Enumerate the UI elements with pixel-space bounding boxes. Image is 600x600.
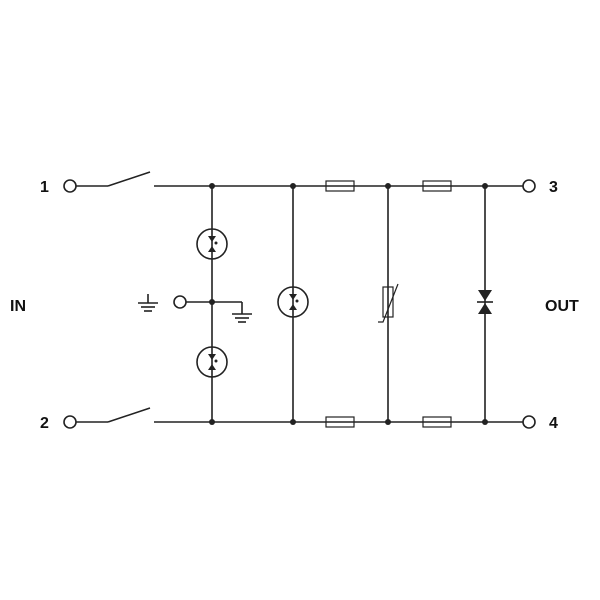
- resistor-top-2: [422, 180, 452, 192]
- junction-dot: [290, 183, 296, 189]
- junction-dot: [209, 183, 215, 189]
- bottom-switch-blade: [107, 407, 151, 423]
- ground-icon-left: [138, 294, 158, 312]
- gas-discharge-tube-lower: [196, 346, 228, 378]
- junction-dot: [482, 183, 488, 189]
- terminal-1-circle: [63, 179, 77, 193]
- resistor-bottom-1: [325, 416, 355, 428]
- resistor-top-1: [325, 180, 355, 192]
- gas-discharge-tube-upper: [196, 228, 228, 260]
- terminal-4-circle: [522, 415, 536, 429]
- tvs-diode-icon: [476, 287, 494, 317]
- varistor-icon: [378, 283, 399, 323]
- terminal-2-label: 2: [40, 415, 49, 432]
- ground-icon-right: [232, 313, 252, 323]
- output-side-label: OUT: [545, 298, 579, 315]
- ground-terminal-circle: [173, 295, 187, 309]
- top-switch-blade: [107, 171, 151, 187]
- junction-dot: [385, 183, 391, 189]
- resistor-bottom-2: [422, 416, 452, 428]
- input-side-label: IN: [10, 298, 26, 315]
- gas-discharge-tube-line: [277, 286, 309, 318]
- junction-dot: [209, 299, 215, 305]
- terminal-1-label: 1: [40, 179, 49, 196]
- terminal-4-label: 4: [549, 415, 558, 432]
- terminal-2-circle: [63, 415, 77, 429]
- terminal-3-circle: [522, 179, 536, 193]
- junction-dot: [385, 419, 391, 425]
- junction-dot: [482, 419, 488, 425]
- junction-dot: [209, 419, 215, 425]
- terminal-3-label: 3: [549, 179, 558, 196]
- junction-dot: [290, 419, 296, 425]
